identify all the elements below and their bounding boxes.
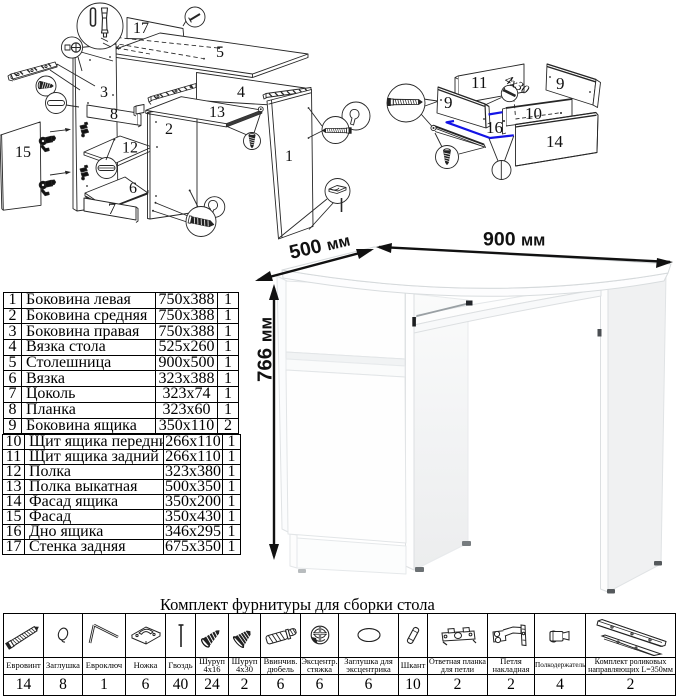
svg-text:6: 6 (129, 180, 137, 197)
svg-text:9: 9 (444, 93, 453, 112)
svg-text:9: 9 (556, 74, 565, 93)
svg-text:17: 17 (133, 20, 149, 37)
svg-text:10: 10 (525, 104, 542, 123)
svg-text:2: 2 (165, 121, 173, 138)
svg-text:1: 1 (285, 148, 293, 165)
svg-text:12: 12 (122, 140, 138, 157)
svg-text:16: 16 (486, 118, 503, 137)
svg-text:900 мм: 900 мм (483, 229, 545, 251)
svg-text:766 мм: 766 мм (254, 317, 277, 382)
svg-text:4: 4 (237, 84, 245, 101)
svg-text:11: 11 (471, 73, 487, 92)
svg-text:3: 3 (100, 84, 108, 101)
svg-text:15: 15 (15, 144, 31, 161)
svg-text:5: 5 (216, 44, 224, 61)
svg-text:8: 8 (110, 106, 118, 123)
svg-text:7: 7 (108, 201, 116, 218)
svg-text:14: 14 (546, 132, 564, 151)
svg-text:13: 13 (209, 104, 225, 121)
